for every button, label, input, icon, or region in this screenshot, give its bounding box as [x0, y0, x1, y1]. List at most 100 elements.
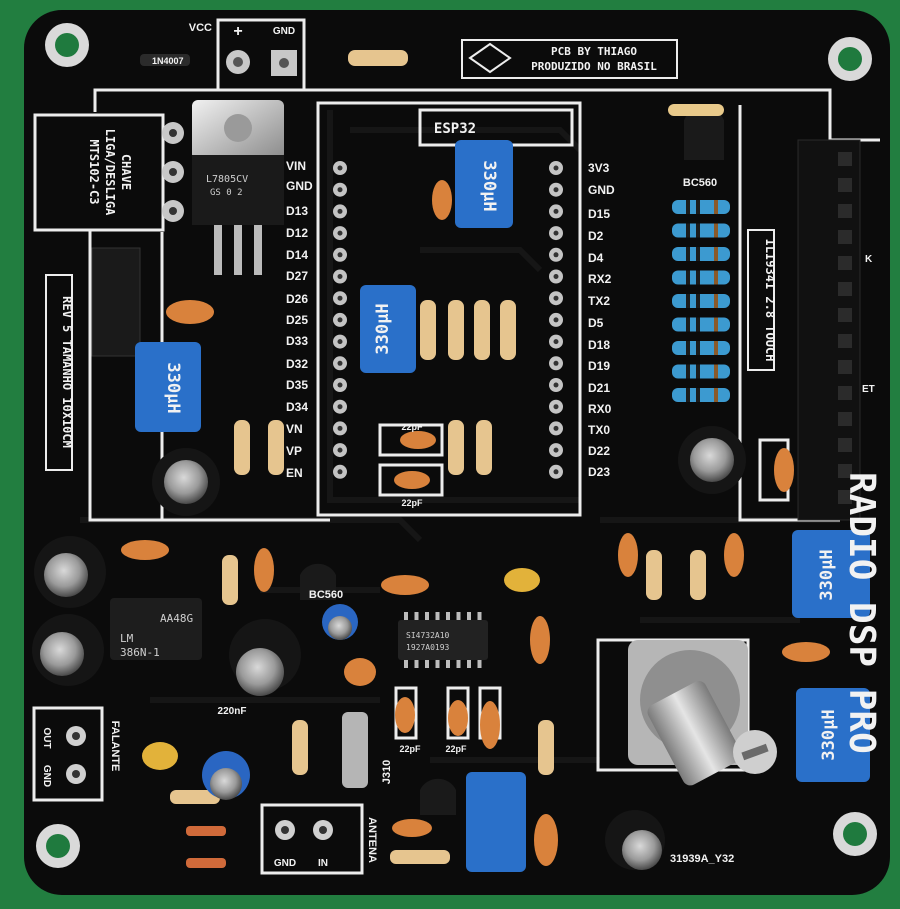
- left-header: [91, 247, 141, 357]
- pin-label: D26: [286, 292, 308, 306]
- inductor-label-4: 330µH: [817, 549, 837, 600]
- inductor-right-top: [792, 530, 870, 618]
- pin-label: D2: [588, 229, 604, 243]
- regulator-marking-1: L7805CV: [206, 174, 248, 185]
- revision-label: REV 5 TAMANHO 10X10CM: [60, 296, 74, 448]
- resistor: [672, 200, 730, 214]
- lcd-et-label: ET: [862, 384, 875, 395]
- inductor-label-1: 330µH: [479, 160, 499, 211]
- resistor: [672, 294, 730, 308]
- revision-box: [45, 274, 73, 471]
- ceramic-capacitors: [121, 180, 830, 866]
- lcd-header-holes: [838, 152, 852, 504]
- inductor-bottom: [466, 772, 526, 872]
- speaker-label: FALANTE: [109, 721, 121, 772]
- bc560-bottom-label: BC560: [309, 589, 343, 601]
- inductor-label-3: 330µH: [163, 362, 183, 413]
- pin-label: GND: [588, 183, 615, 197]
- maker-box: [461, 39, 678, 79]
- ic-lm386: [110, 598, 202, 660]
- resistor-array: [672, 200, 730, 402]
- pin-label: D19: [588, 359, 610, 373]
- inductor-label-5: 330µH: [819, 709, 839, 760]
- lcd-k-label: K: [865, 254, 873, 265]
- pin-label: D25: [286, 313, 308, 327]
- power-connector: [226, 50, 297, 76]
- pin-label: D22: [588, 444, 610, 458]
- pin-label: D33: [286, 334, 308, 348]
- maker-line-2: PRODUZIDO NO BRASIL: [531, 60, 657, 73]
- crystal: [342, 712, 368, 788]
- switch-pads: [162, 122, 184, 222]
- inductor-esp-left: [360, 285, 416, 373]
- si4732-marking-2: 1927A0193: [406, 643, 450, 652]
- pin-label: D4: [588, 251, 604, 265]
- resistor: [672, 270, 730, 285]
- yellow-capacitors: [142, 568, 540, 770]
- esp32-left-pin-labels: VIN GND D13 D12 D14 D27 D26 D25 D33 D32 …: [286, 159, 313, 480]
- maker-line-1: PCB BY THIAGO: [551, 45, 637, 58]
- lm386-marking-2: 386N-1: [120, 646, 160, 659]
- pin-label: D23: [588, 465, 610, 479]
- cap-22pf-4: 22pF: [445, 744, 467, 754]
- resistor: [672, 223, 730, 238]
- pin-label: RX0: [588, 402, 612, 416]
- pin-label: D14: [286, 248, 308, 262]
- pin-label: VN: [286, 422, 303, 436]
- cap-22pf-2: 22pF: [401, 498, 423, 508]
- pin-label: 3V3: [588, 161, 610, 175]
- pin-label: D32: [286, 357, 308, 371]
- resistor: [672, 388, 730, 402]
- pin-label: D12: [286, 226, 308, 240]
- bc560-top-label: BC560: [683, 177, 717, 189]
- pin-label: D35: [286, 378, 308, 392]
- esp32-right-pin-labels: 3V3 GND D15 D2 D4 RX2 TX2 D5 D18 D19 D21…: [588, 161, 615, 479]
- transistor-bc560-bottom: [300, 563, 336, 600]
- transistor-j310: [420, 778, 456, 815]
- resistor: [672, 247, 730, 261]
- brazil-logo-icon: [468, 42, 512, 74]
- pin-label: EN: [286, 466, 303, 480]
- tan-resistors: [170, 50, 706, 864]
- lm386-marking-1: LM: [120, 632, 134, 645]
- lm386-code: AA48G: [160, 612, 193, 625]
- antenna-label: ANTENA: [366, 817, 378, 863]
- gnd-label: GND: [273, 26, 295, 37]
- display-label: ILI9341 2.8 TOUCH: [763, 239, 777, 362]
- pin-label: D34: [286, 400, 308, 414]
- switch-label-2: LIGA/DESLIGA: [103, 129, 117, 216]
- display-box: [747, 229, 775, 371]
- ic-si4732: [398, 612, 488, 668]
- pin-label: TX0: [588, 423, 610, 437]
- inductor-label-2: 330µH: [373, 303, 393, 354]
- rotary-encoder: [628, 640, 777, 786]
- inductor-right-bottom: [796, 688, 870, 782]
- speaker-gnd-label: GND: [41, 765, 52, 787]
- resistor: [672, 317, 730, 332]
- connector-pads: [66, 726, 333, 840]
- lcd-header: [797, 139, 861, 521]
- bottom-code: 31939A_Y32: [670, 853, 734, 865]
- electrolytic-capacitors: [32, 426, 746, 870]
- diodes: [140, 54, 226, 868]
- cap-22pf-3: 22pF: [399, 744, 421, 754]
- switch-labels: CHAVE LIGA/DESLIGA MTS102-C3: [87, 129, 133, 216]
- cap-220nf: 220nF: [218, 706, 247, 717]
- pin-label: D27: [286, 269, 308, 283]
- switch-label-1: CHAVE: [119, 154, 133, 190]
- plus-label: +: [233, 23, 242, 40]
- inductor-left: [135, 342, 201, 432]
- radio-title: RADIO DSP PRO: [841, 472, 882, 754]
- diode-label: 1N4007: [152, 56, 184, 66]
- esp32-title: ESP32: [434, 121, 476, 137]
- pin-label: TX2: [588, 294, 610, 308]
- j310-label: J310: [381, 760, 393, 784]
- antenna-in-label: IN: [318, 858, 328, 869]
- antenna-gnd-label: GND: [274, 858, 296, 869]
- pin-label: VIN: [286, 159, 306, 173]
- out-label: OUT: [41, 727, 52, 748]
- si4732-marking-1: SI4732A10: [406, 631, 450, 640]
- inductor-esp-top: [455, 140, 513, 228]
